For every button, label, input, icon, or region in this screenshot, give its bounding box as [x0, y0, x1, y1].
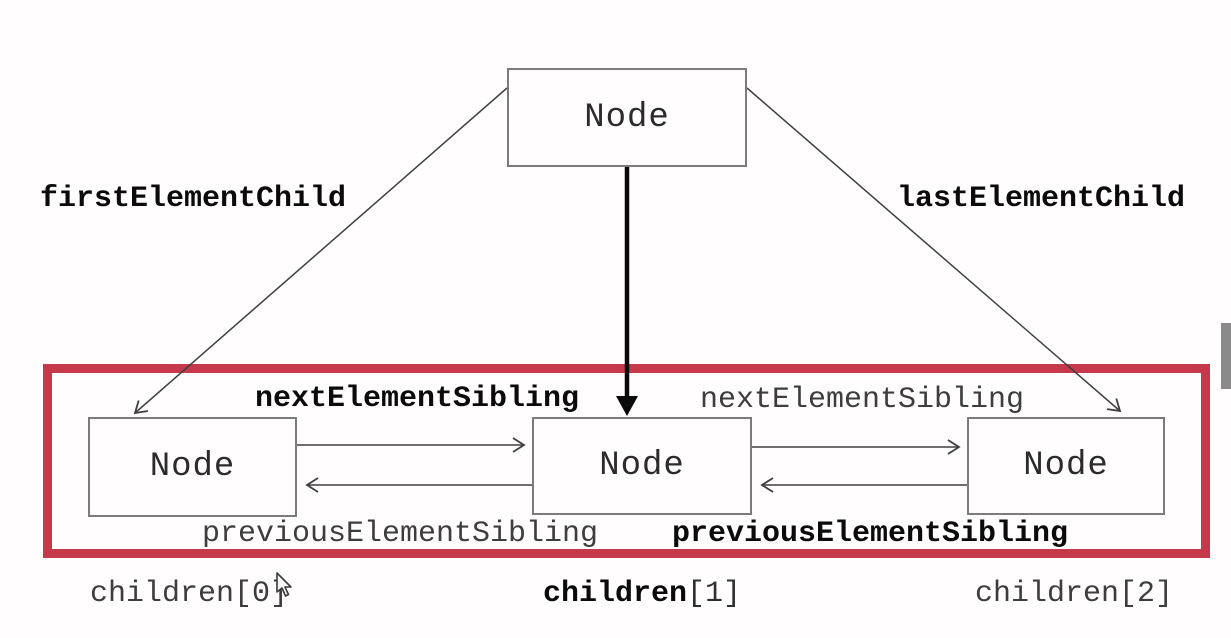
scrollbar-thumb[interactable]	[1221, 323, 1231, 389]
child-node-box-0: Node	[88, 417, 297, 517]
child-node-box-2: Node	[967, 417, 1165, 515]
first-element-child-label: firstElementChild	[40, 182, 347, 216]
child-node-label-2: Node	[1023, 447, 1109, 485]
child-node-label-0: Node	[149, 448, 236, 486]
previous-element-sibling-label-right: previousElementSibling	[672, 517, 1069, 551]
children-1-label-index: [1]	[687, 577, 742, 611]
children-2-label: children[2]	[975, 577, 1174, 611]
child-node-label-1: Node	[599, 447, 685, 485]
children-0-label: children[0]	[90, 577, 289, 611]
child-node-box-1: Node	[532, 417, 752, 515]
parent-node-box: Node	[507, 68, 747, 167]
parent-node-label: Node	[584, 98, 670, 137]
next-element-sibling-label-right: nextElementSibling	[700, 383, 1025, 417]
last-element-child-label: lastElementChild	[897, 182, 1186, 216]
mouse-cursor-icon	[276, 572, 292, 597]
last-element-child-arrow	[746, 87, 1122, 413]
previous-element-sibling-label-left: previousElementSibling	[202, 517, 599, 551]
children-1-label: children[1]	[543, 577, 741, 611]
next-element-sibling-label-left: nextElementSibling	[255, 382, 580, 416]
children-1-label-name: children	[543, 577, 688, 611]
